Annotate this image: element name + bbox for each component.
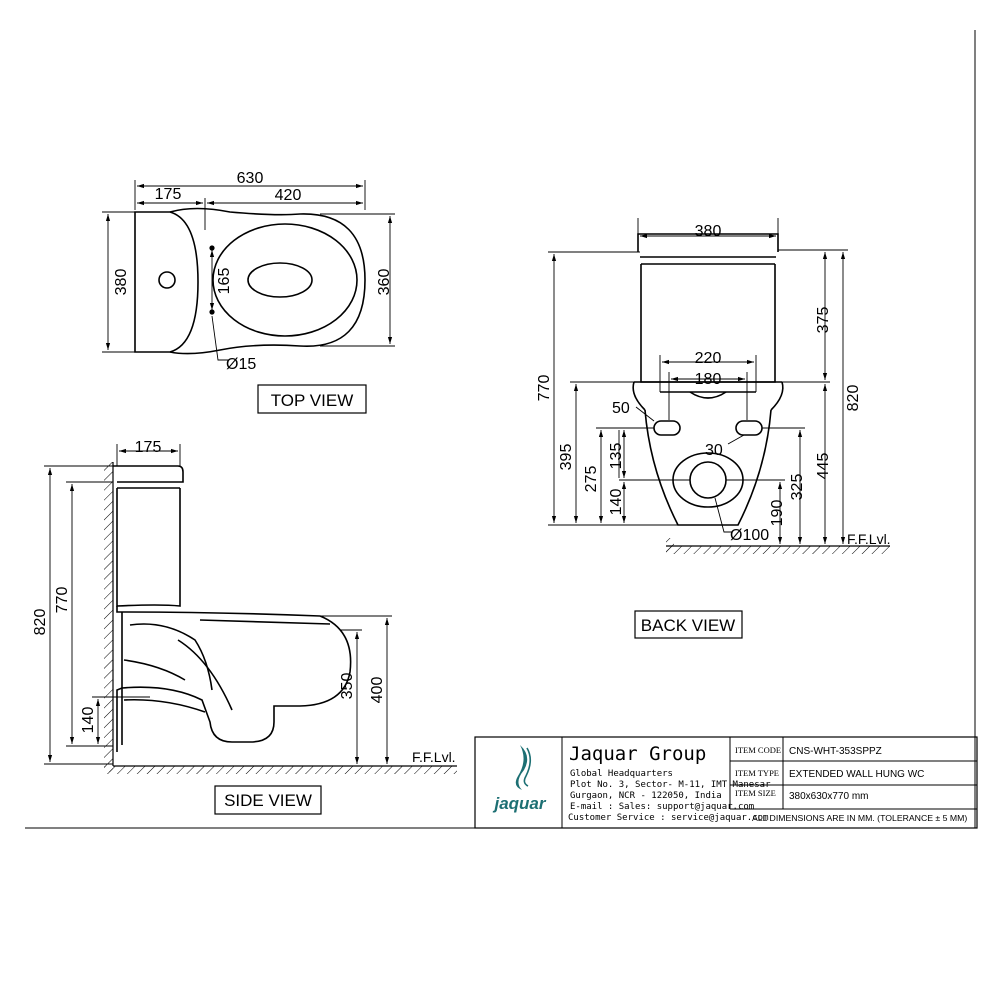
- side-view-bowl-outline: [116, 606, 352, 752]
- top-view-bowl-outline: [169, 207, 366, 355]
- side-view-wall-hatch: [104, 462, 113, 772]
- address-line-3: Gurgaon, NCR - 122050, India: [570, 791, 722, 801]
- dim-400: 400: [369, 677, 386, 704]
- dim-175: 175: [155, 186, 182, 203]
- dim-380-top: 380: [113, 269, 130, 296]
- top-view-tank-outline: [134, 211, 199, 353]
- jaquar-logo: jaquar: [492, 745, 547, 813]
- dim-375: 375: [815, 307, 832, 334]
- dim-820-side: 820: [32, 609, 49, 636]
- back-view-bowl-outline: [644, 409, 772, 526]
- item-size-value: 380x630x770 mm: [789, 791, 869, 802]
- back-view-label-box: [634, 610, 743, 639]
- item-type-value: EXTENDED WALL HUNG WC: [789, 769, 924, 780]
- top-view-flush-button: [158, 271, 176, 289]
- side-view-floor-hatch: [104, 766, 457, 774]
- dim-140-side: 140: [80, 707, 97, 734]
- email-line: E-mail : Sales: support@jaquar.com: [570, 802, 754, 812]
- dim-350: 350: [339, 673, 356, 700]
- top-view-dimensions: [102, 180, 395, 361]
- item-code-label: ITEM CODE: [735, 745, 781, 755]
- top-view-label-box: [257, 384, 367, 414]
- dim-165: 165: [216, 268, 233, 295]
- dim-175-side: 175: [135, 439, 162, 456]
- back-view-label: BACK VIEW: [641, 616, 735, 635]
- side-view-trap: [177, 639, 233, 711]
- dim-770-side: 770: [54, 587, 71, 614]
- back-view-slot-left: [653, 420, 681, 436]
- customer-service-line: Customer Service : service@jaquar.com: [568, 813, 768, 823]
- dim-220: 220: [695, 350, 722, 367]
- dimensions-note: ALL DIMENSIONS ARE IN MM. (TOLERANCE ± 5…: [752, 813, 967, 823]
- side-view: [112, 462, 457, 767]
- dim-630: 630: [237, 170, 264, 187]
- dim-820-back: 820: [845, 385, 862, 412]
- top-view-label: TOP VIEW: [271, 391, 354, 410]
- dim-190: 190: [769, 500, 786, 527]
- dim-395: 395: [558, 444, 575, 471]
- dim-135: 135: [608, 443, 625, 470]
- dim-360: 360: [376, 269, 393, 296]
- address-line-1: Global Headquarters: [570, 769, 673, 779]
- back-view-slot-right: [735, 420, 763, 436]
- dim-140-back: 140: [608, 489, 625, 516]
- back-view-floor-hatch-h: [666, 546, 890, 554]
- item-type-label: ITEM TYPE: [735, 768, 779, 778]
- back-view-floor-label: F.F.Lvl.: [847, 531, 891, 547]
- item-code-value: CNS-WHT-353SPPZ: [789, 746, 882, 757]
- address-line-2: Plot No. 3, Sector- M-11, IMT Manesar: [570, 780, 771, 790]
- brand-wordmark: jaquar: [492, 794, 546, 813]
- dim-100-outlet: Ø100: [730, 527, 769, 544]
- side-view-dim-text: 175 820 770 140 350 400 F.F.Lvl.: [32, 439, 456, 765]
- dim-770-back: 770: [536, 375, 553, 402]
- title-block-text: Jaquar Group Global Headquarters Plot No…: [568, 743, 967, 823]
- dim-50: 50: [612, 400, 630, 417]
- item-size-label: ITEM SIZE: [735, 788, 776, 798]
- company-name: Jaquar Group: [569, 743, 706, 765]
- top-view-inner-bowl: [212, 223, 358, 337]
- back-view-dim-text: 380 220 180 770 820 375 445 395 275 135 …: [536, 223, 891, 547]
- top-view-fixing-holes: [209, 245, 215, 315]
- dim-380-back: 380: [695, 223, 722, 240]
- side-view-floor-label: F.F.Lvl.: [412, 749, 456, 765]
- top-view-dim-text: 630 175 420 380 360 165 Ø15: [113, 170, 393, 373]
- dim-275: 275: [583, 466, 600, 493]
- dim-325: 325: [789, 474, 806, 501]
- dim-445: 445: [815, 453, 832, 480]
- side-view-tank-body: [116, 488, 181, 607]
- top-view: [134, 207, 366, 355]
- side-view-label: SIDE VIEW: [224, 791, 312, 810]
- side-view-tank-lid: [113, 465, 184, 483]
- dim-30: 30: [705, 442, 723, 459]
- dim-420: 420: [275, 187, 302, 204]
- side-view-label-box: [214, 785, 322, 815]
- back-view-outlet-inner: [689, 461, 727, 499]
- dim-15-hole: Ø15: [226, 356, 256, 373]
- dim-180: 180: [695, 371, 722, 388]
- title-block: [474, 736, 978, 829]
- side-view-dimensions: [44, 444, 392, 765]
- top-view-outlet-oval: [247, 262, 313, 298]
- back-view-dimensions: [548, 218, 848, 544]
